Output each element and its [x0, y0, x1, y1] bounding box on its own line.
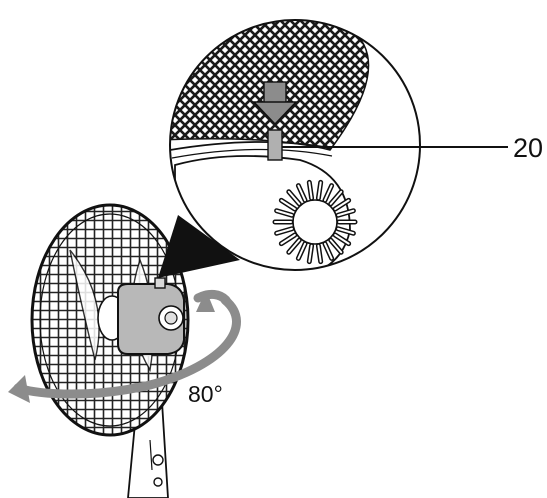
rotation-arrow-head-left [8, 375, 30, 403]
mesh-grille-detail [160, 10, 369, 150]
rotation-angle-label: 80° [188, 381, 223, 408]
motor-housing [118, 278, 184, 354]
callout-number: 20 [513, 133, 543, 164]
locking-pin [268, 130, 282, 160]
